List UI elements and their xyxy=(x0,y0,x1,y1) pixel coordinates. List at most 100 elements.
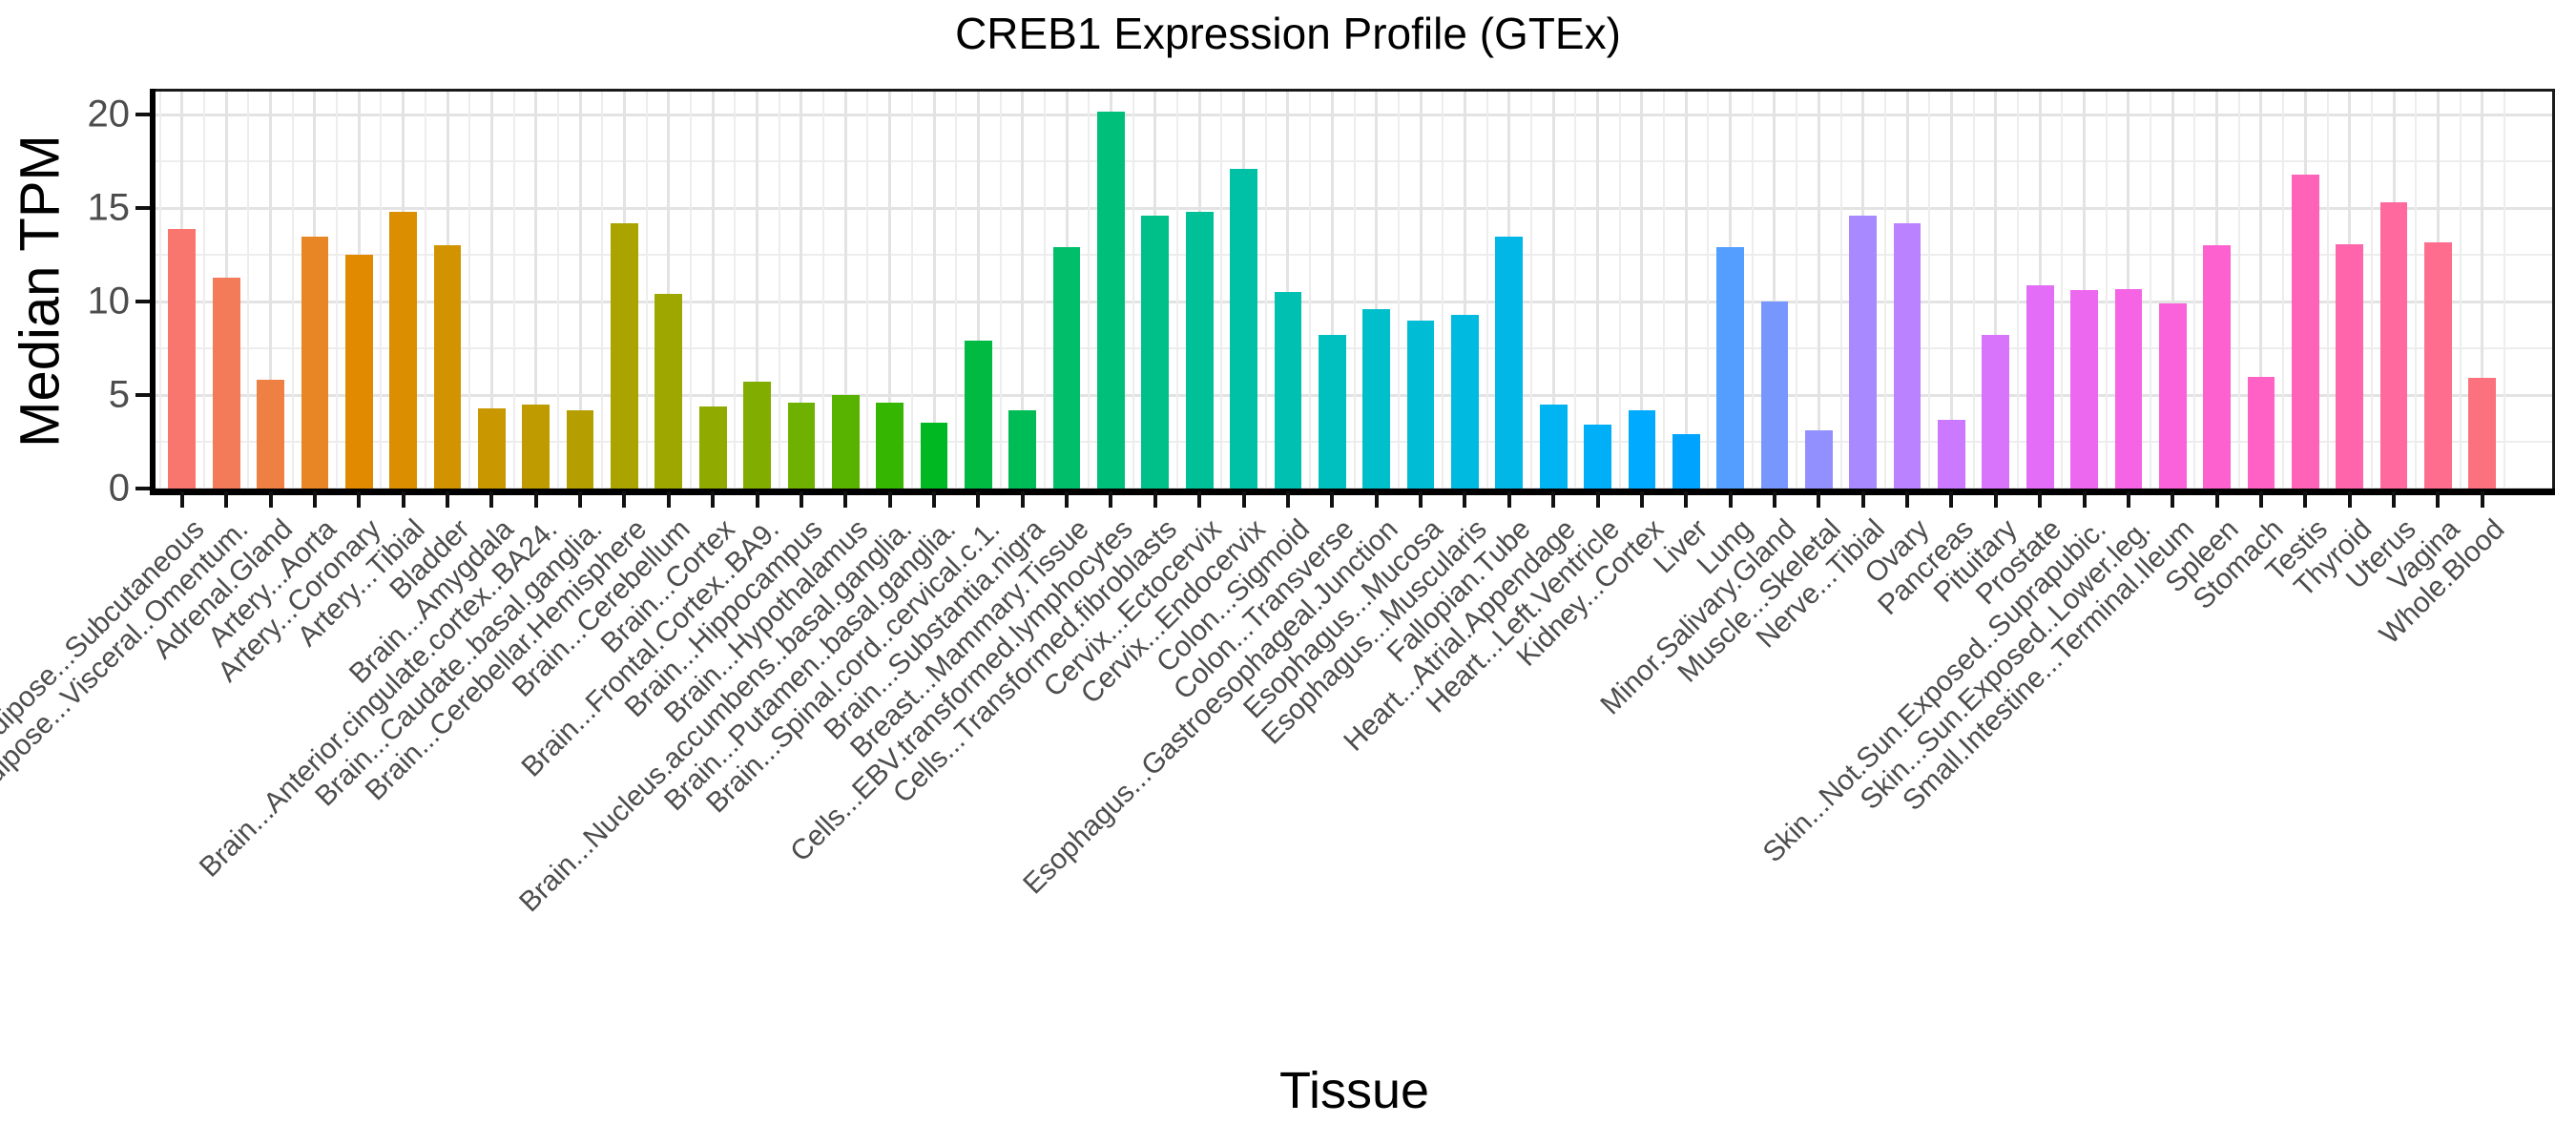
v-gridline-minor xyxy=(1972,91,1975,489)
v-gridline-minor xyxy=(1485,91,1488,489)
y-tick-label: 20 xyxy=(87,93,131,135)
bar xyxy=(389,212,417,489)
v-gridline-major xyxy=(976,91,980,489)
v-gridline-minor xyxy=(424,91,426,489)
x-tick-mark xyxy=(1772,491,1776,508)
x-tick-mark xyxy=(1241,491,1246,508)
bar xyxy=(1849,216,1878,489)
bar xyxy=(1362,309,1391,489)
v-gridline-minor xyxy=(247,91,250,489)
x-tick-mark xyxy=(711,491,716,508)
x-tick-mark xyxy=(401,491,405,508)
x-tick-mark xyxy=(1197,491,1202,508)
x-tick-mark xyxy=(755,491,759,508)
bar xyxy=(787,402,816,489)
bar xyxy=(1451,314,1479,489)
bar xyxy=(1760,302,1789,489)
bar xyxy=(2203,245,2231,489)
x-tick-mark xyxy=(1153,491,1157,508)
x-tick-mark xyxy=(2171,491,2175,508)
bar xyxy=(1628,409,1656,489)
bar xyxy=(1274,292,1302,489)
bar xyxy=(2468,378,2497,489)
v-gridline-minor xyxy=(1796,91,1798,489)
x-tick-mark xyxy=(1817,491,1821,508)
x-tick-mark xyxy=(2480,491,2484,508)
y-axis-line xyxy=(150,89,156,494)
x-tick-mark xyxy=(2303,491,2308,508)
bar xyxy=(743,382,771,489)
v-gridline-minor xyxy=(2370,91,2373,489)
v-gridline-major xyxy=(2083,91,2087,489)
v-gridline-minor xyxy=(380,91,383,489)
x-tick-mark xyxy=(887,491,892,508)
v-gridline-major xyxy=(2171,91,2174,489)
v-gridline-major xyxy=(2259,91,2263,489)
x-tick-mark xyxy=(843,491,848,508)
bar xyxy=(1982,335,2010,489)
v-gridline-minor xyxy=(1353,91,1356,489)
v-gridline-major xyxy=(578,91,582,489)
v-gridline-minor xyxy=(1707,91,1710,489)
bar xyxy=(654,294,683,489)
panel-border-right xyxy=(2552,89,2555,491)
bar xyxy=(478,407,506,489)
bar xyxy=(301,236,329,489)
v-gridline-major xyxy=(1021,91,1025,489)
v-gridline-major xyxy=(1463,91,1466,489)
v-gridline-minor xyxy=(1618,91,1621,489)
v-gridline-minor xyxy=(1883,91,1886,489)
x-tick-mark xyxy=(489,491,494,508)
v-gridline-major xyxy=(1817,91,1820,489)
x-tick-mark xyxy=(1020,491,1025,508)
v-gridline-minor xyxy=(1839,91,1842,489)
v-gridline-major xyxy=(1286,91,1290,489)
v-gridline-minor xyxy=(468,91,471,489)
v-gridline-minor xyxy=(645,91,648,489)
bar xyxy=(965,341,992,489)
x-tick-mark xyxy=(1949,491,1954,508)
v-gridline-minor xyxy=(1309,91,1312,489)
v-gridline-major xyxy=(1596,91,1599,489)
v-gridline-minor xyxy=(2150,91,2152,489)
y-tick-label: 15 xyxy=(87,186,131,229)
v-gridline-minor xyxy=(866,91,869,489)
x-axis-title: Tissue xyxy=(1278,1062,1430,1119)
x-tick-mark xyxy=(666,491,671,508)
x-tick-mark xyxy=(1374,491,1379,508)
v-gridline-minor xyxy=(1264,91,1267,489)
x-tick-mark xyxy=(446,491,449,508)
v-gridline-major xyxy=(269,91,273,489)
v-gridline-minor xyxy=(999,91,1002,489)
v-gridline-minor xyxy=(556,91,559,489)
bar xyxy=(1097,111,1125,489)
bar xyxy=(2114,288,2143,489)
v-gridline-minor xyxy=(2415,91,2418,489)
v-gridline-minor xyxy=(778,91,780,489)
v-gridline-minor xyxy=(2061,91,2064,489)
v-gridline-minor xyxy=(158,91,161,489)
bar xyxy=(168,228,197,489)
bar xyxy=(2336,243,2364,489)
bar xyxy=(1672,434,1700,489)
v-gridline-minor xyxy=(203,91,205,489)
v-gridline-major xyxy=(1949,91,1953,489)
x-tick-mark xyxy=(2214,491,2219,508)
v-gridline-minor xyxy=(1663,91,1666,489)
y-tick-mark xyxy=(135,206,150,211)
v-gridline-minor xyxy=(1176,91,1179,489)
bar xyxy=(1539,404,1568,489)
bar xyxy=(1052,247,1081,489)
bar xyxy=(1318,335,1346,489)
x-tick-mark xyxy=(533,491,538,508)
v-gridline-minor xyxy=(601,91,604,489)
v-gridline-major xyxy=(711,91,715,489)
bar xyxy=(344,255,373,489)
v-gridline-minor xyxy=(734,91,737,489)
bar xyxy=(1230,169,1257,489)
v-gridline-minor xyxy=(1220,91,1223,489)
v-gridline-major xyxy=(489,91,493,489)
chart-title: CREB1 Expression Profile (GTEx) xyxy=(955,9,1621,58)
x-tick-mark xyxy=(976,491,981,508)
x-tick-mark xyxy=(1684,491,1689,508)
